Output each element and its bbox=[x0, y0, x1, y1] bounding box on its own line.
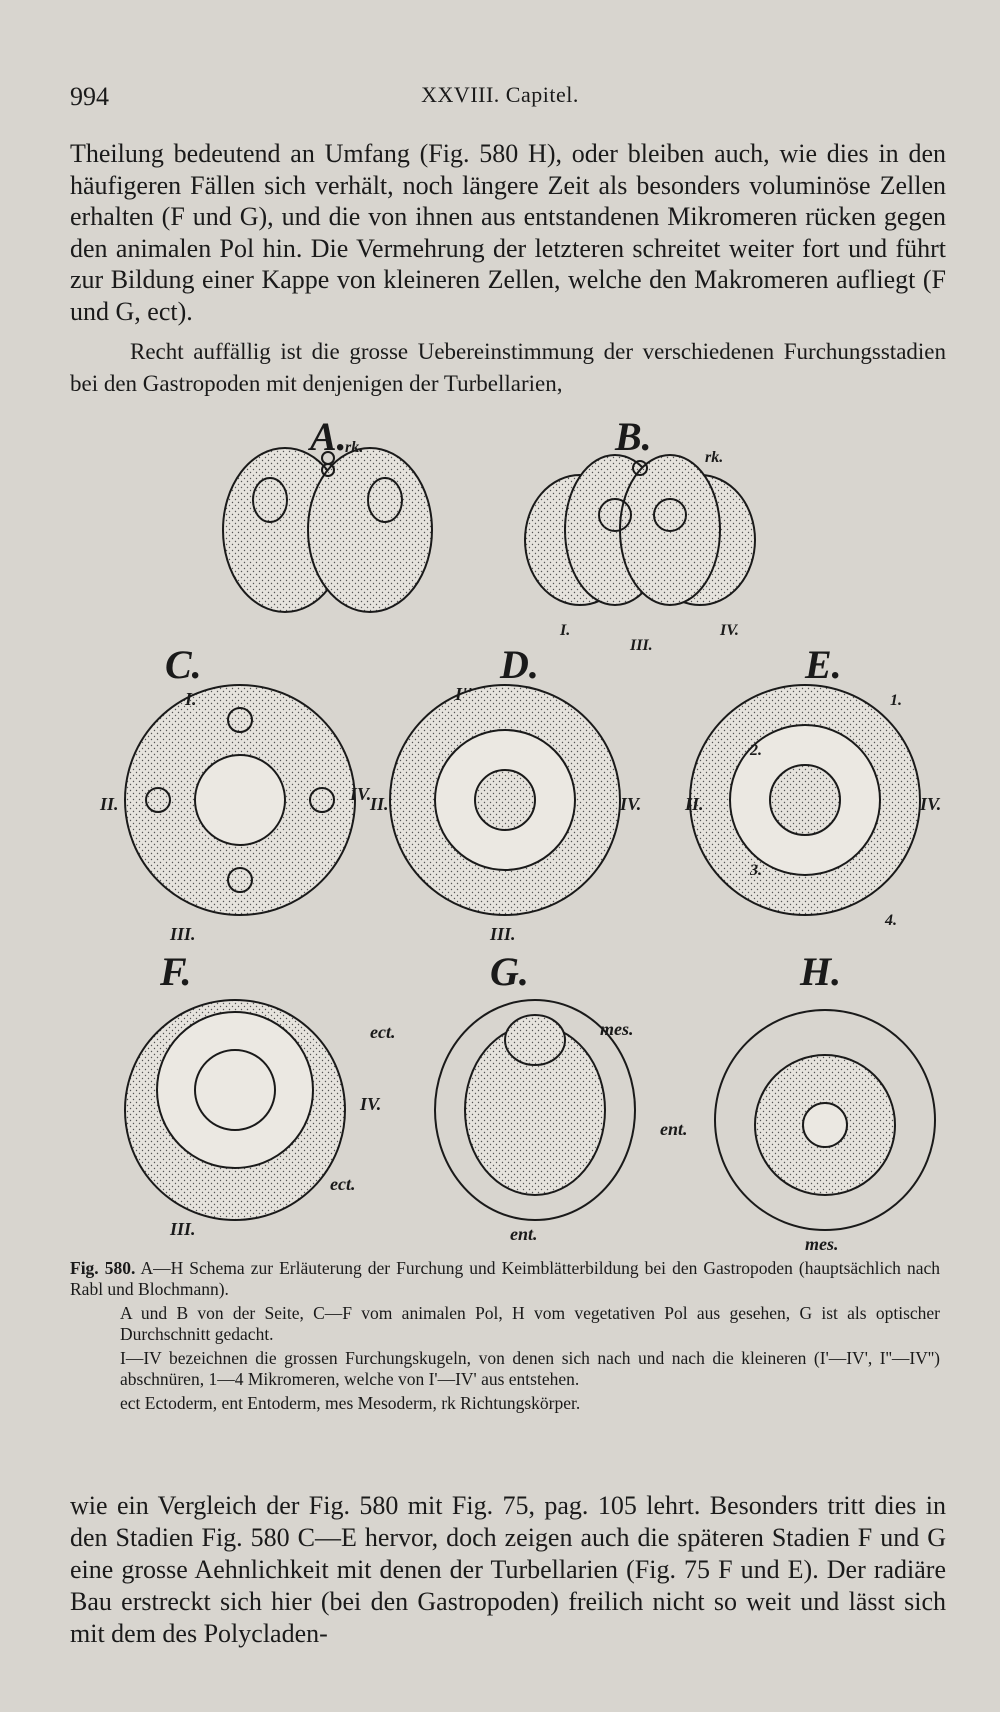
label-rk-b: rk. bbox=[705, 449, 723, 466]
panel-d-label: D. bbox=[499, 642, 539, 687]
page-number: 994 bbox=[70, 82, 109, 111]
panel-c: C. I. II. IV. III. bbox=[99, 642, 371, 944]
label-g-ent: ent. bbox=[510, 1224, 538, 1244]
label-b-iii: III. bbox=[629, 637, 653, 654]
paragraph-3: wie ein Vergleich der Fig. 580 mit Fig. … bbox=[70, 1491, 946, 1648]
label-g-ect: ect. bbox=[370, 1022, 395, 1042]
figure-580: A. rk. B. rk. bbox=[60, 420, 960, 1250]
label-rk-a: rk. bbox=[345, 439, 363, 456]
caption-line-3: I—IV bezeichnen die grossen Furchungskug… bbox=[120, 1348, 940, 1389]
label-c-ii: II. bbox=[99, 794, 119, 814]
panel-c-label: C. bbox=[165, 642, 202, 687]
panel-b-label: B. bbox=[614, 420, 652, 459]
label-e-4: 4. bbox=[884, 912, 897, 929]
panel-e: E. II. IV. 2. 3. 4. 1. bbox=[684, 642, 941, 929]
panel-h-label: H. bbox=[799, 949, 841, 994]
label-b-i: I. bbox=[559, 622, 570, 639]
paragraph-2-text: Recht auffällig ist die grosse Uebereins… bbox=[70, 339, 946, 396]
label-h-ent: ent. bbox=[660, 1119, 688, 1139]
panel-d: D. I'' II. IV. III. bbox=[369, 642, 641, 944]
cleavage-diagram: A. rk. B. rk. bbox=[99, 420, 941, 1250]
caption-figure-number: Fig. 580. bbox=[70, 1258, 136, 1278]
label-f-iv: IV. bbox=[359, 1094, 381, 1114]
panel-e-label: E. bbox=[804, 642, 842, 687]
label-d-iii: III. bbox=[489, 924, 516, 944]
label-e-ii: II. bbox=[684, 794, 704, 814]
label-e-1: 1. bbox=[890, 692, 902, 709]
panel-a-label: A. bbox=[307, 420, 347, 459]
panel-g: G. ect. mes. ent. bbox=[370, 949, 636, 1244]
label-c-iv: IV. bbox=[349, 784, 371, 804]
label-h-mes: mes. bbox=[805, 1234, 839, 1250]
label-g-mes: mes. bbox=[600, 1019, 634, 1039]
label-f-ect: ect. bbox=[330, 1174, 355, 1194]
panel-f: F. I. IV. III. ect. bbox=[124, 949, 381, 1239]
label-c-iii: III. bbox=[169, 924, 196, 944]
panel-f-label: F. bbox=[159, 949, 192, 994]
label-e-3: 3. bbox=[749, 862, 762, 879]
panel-b: B. rk. I. III. IV. bbox=[524, 420, 756, 654]
label-e-2: 2. bbox=[749, 742, 762, 759]
label-b-iv: IV. bbox=[719, 622, 739, 639]
caption-line-1: A—H Schema zur Erläuterung der Furchung … bbox=[70, 1258, 940, 1299]
paragraph-1: Theilung bedeutend an Umfang (Fig. 580 H… bbox=[70, 139, 946, 326]
label-d-ii: II. bbox=[369, 794, 389, 814]
label-e-iv: IV. bbox=[919, 794, 941, 814]
panel-a: A. rk. bbox=[222, 420, 433, 613]
figure-caption: Fig. 580. A—H Schema zur Erläuterung der… bbox=[70, 1258, 940, 1417]
panel-g-label: G. bbox=[490, 949, 529, 994]
label-f-iii: III. bbox=[169, 1219, 196, 1239]
paragraph-2: Recht auffällig ist die grosse Uebereins… bbox=[70, 336, 946, 400]
label-d-i2: I'' bbox=[454, 684, 472, 704]
panel-h: H. ent. mes. bbox=[660, 949, 936, 1250]
caption-line-4: ect Ectoderm, ent Entoderm, mes Mesoderm… bbox=[120, 1393, 581, 1413]
label-c-i: I. bbox=[184, 689, 197, 709]
chapter-title: XXVIII. Capitel. bbox=[421, 82, 579, 107]
caption-line-2: A und B von der Seite, C—F vom animalen … bbox=[120, 1303, 940, 1344]
label-d-iv: IV. bbox=[619, 794, 641, 814]
